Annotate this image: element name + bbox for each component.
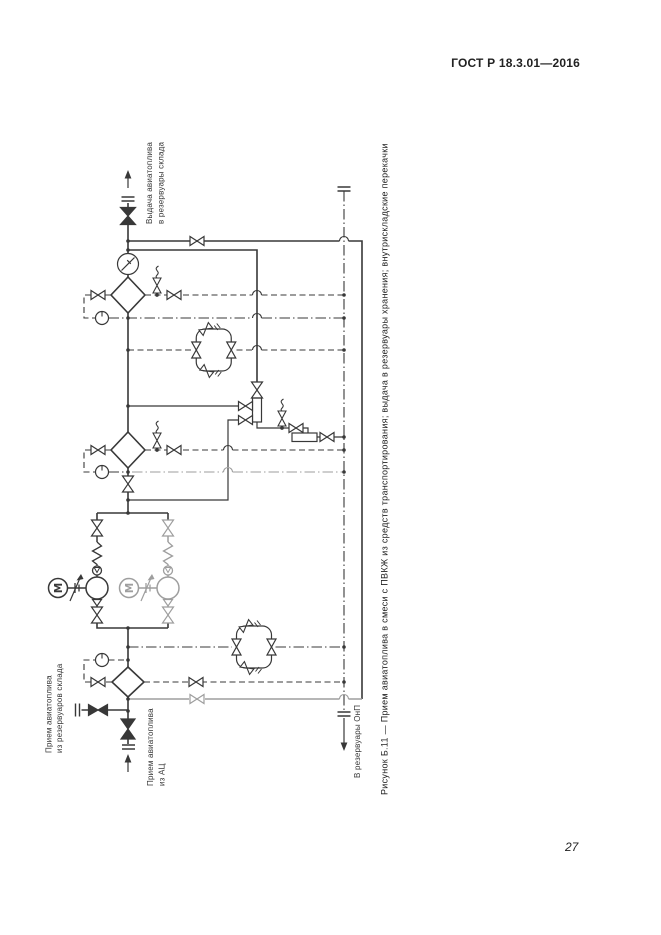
label-top-output-2: в резервуары склада [157,141,166,224]
flow-meter [116,252,140,276]
valve-transfer-top [189,235,205,247]
top-output [119,170,137,226]
motor-letter-right: М [124,583,136,593]
pump-unit-right: М [120,520,180,623]
label-top-output-1: Выдача авиатоплива [145,142,154,224]
sampler-1 [152,265,162,298]
stand-pipe [251,397,263,423]
sampler-2 [152,420,162,453]
ac-up-arrow-icon [124,754,132,763]
valve-f2-left [90,444,106,456]
filter-mid [109,430,147,470]
hop-2 [338,693,350,700]
bypass-ring-2 [232,620,276,675]
hop-5 [251,344,263,351]
valve-trunk-mid [121,475,135,493]
onp-ends [336,186,352,751]
standard-reference: ГОСТ Р 18.3.01—2016 [451,56,580,70]
pump-unit-left: М [49,520,109,623]
label-onp-output: В резервуары ОнП [353,705,362,778]
valve-f2-right [166,444,182,456]
valve-cyl-in [288,422,304,434]
pump-split-top [96,512,169,520]
figure-caption: Рисунок Б.11 — Прием авиатоплива в смеси… [380,143,390,795]
figure-labels: Выдача авиатоплива в резервуары склада П… [45,141,390,795]
junction-dots [126,239,346,713]
line-valves [74,235,205,718]
valve-storage-input [87,703,109,717]
valve-stand-u [237,400,254,412]
sampler-3 [277,398,287,431]
gray-return-line [128,693,362,705]
valve-stand-top [250,381,264,399]
hop-4 [251,289,263,296]
label-truck-input-1: Прием авиатоплива [146,708,155,786]
gauge-3 [94,652,110,668]
down-arrow-icon [340,742,348,751]
valve-f3-left [90,676,106,688]
hop-3 [251,312,263,319]
filter-top [109,275,147,315]
flange-onp-bottom [336,711,352,717]
label-storage-input-1: Прием авиатоплива [45,675,54,753]
hop-7 [222,444,234,451]
flange-ac [121,744,136,750]
stand-lower-line [128,419,239,501]
pump-split-bottom [96,623,169,629]
flange-onp-top [336,186,352,192]
valve-f3-right [188,676,204,688]
gauge-1 [94,310,110,326]
cylinder [291,432,318,443]
valve-stand-l [237,414,254,426]
valve-f1-left [90,289,106,301]
motor-letter-left: М [53,583,65,593]
stand-outlet-line [256,422,344,438]
valve-top-main [119,206,137,226]
label-truck-input-2: из АЦ [158,763,167,786]
flange-top [120,196,136,202]
label-storage-input-2: из резервуаров склада [55,663,64,753]
page-number: 27 [565,840,579,854]
gauge-2 [94,464,110,480]
additive-feed-line [128,249,258,382]
transfer-line-top-right [128,240,363,699]
valve-cyl-out [319,431,335,443]
additive-stand [237,381,335,443]
pipe-lines [81,224,363,744]
trunk-valves [120,475,136,772]
filter-bottom [110,665,146,699]
bypass-ring-1 [192,323,236,378]
valve-f1-right [166,289,182,301]
up-arrow-icon [124,170,132,179]
hop-6 [222,466,234,473]
valve-return [189,693,205,705]
flange-storage-input [74,702,81,718]
valve-ac-input [120,718,136,740]
